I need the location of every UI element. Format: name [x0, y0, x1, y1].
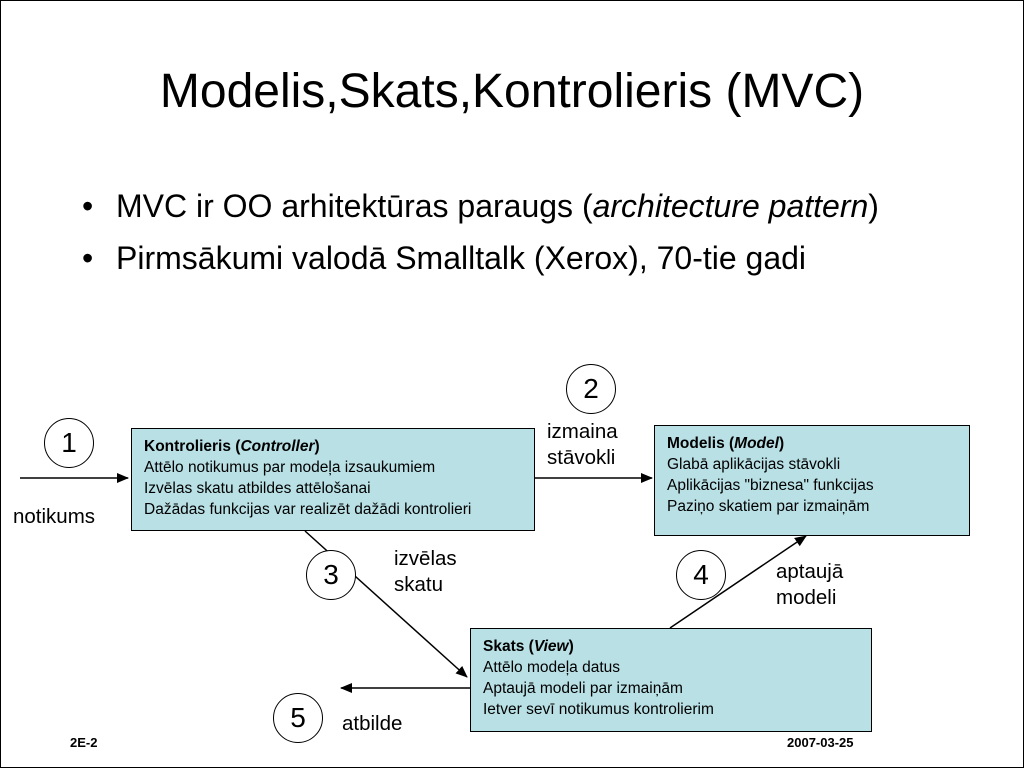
step-2-circle: 2 [566, 364, 616, 414]
view-box: Skats (View) Attēlo modeļa datus Aptaujā… [470, 628, 872, 732]
view-line: Ietver sevī notikumus kontrolierim [483, 701, 714, 718]
controller-heading: Kontrolieris (Controller) [144, 438, 320, 455]
arrow-aptauja [669, 535, 807, 629]
model-line: Paziņo skatiem par izmaiņām [667, 498, 870, 515]
controller-line: Izvēlas skatu atbildes attēlošanai [144, 480, 371, 497]
slide-title: Modelis,Skats,Kontrolieris (MVC) [159, 65, 865, 118]
view-line: Attēlo modeļa datus [483, 659, 621, 676]
controller-line: Dažādas funkcijas var realizēt dažādi ko… [144, 501, 472, 518]
step-1-label: notikums [13, 505, 96, 528]
step-4-circle: 4 [676, 550, 726, 600]
step-5-label: atbilde [342, 712, 403, 735]
bullet-item: • Pirmsākumi valodā Smalltalk (Xerox), 7… [70, 236, 940, 280]
model-line: Glabā aplikācijas stāvokli [667, 456, 841, 473]
step-3-circle: 3 [306, 550, 356, 600]
step-5-circle: 5 [273, 693, 323, 743]
bullet-list: • MVC ir OO arhitektūras paraugs (archit… [70, 184, 940, 288]
bullet-text: MVC ir OO arhitektūras paraugs ( [116, 188, 593, 224]
model-line: Aplikācijas "biznesa" funkcijas [667, 477, 874, 494]
controller-line: Attēlo notikumus par modeļa izsaukumiem [144, 459, 436, 476]
step-2-label: izmaina stāvokli [547, 420, 618, 469]
footer-right: 2007-03-25 [787, 735, 854, 750]
step-3-label: izvēlas skatu [394, 547, 457, 596]
bullet-text: Pirmsākumi valodā Smalltalk (Xerox), 70-… [116, 240, 807, 276]
bullet-text-suffix: ) [868, 188, 879, 224]
footer-left: 2E-2 [70, 735, 98, 750]
bullet-italic-text: architecture pattern [592, 188, 869, 224]
bullet-dot: • [82, 240, 94, 276]
step-1-circle: 1 [44, 418, 94, 468]
bullet-dot: • [82, 188, 94, 224]
view-line: Aptaujā modeli par izmaiņām [483, 680, 683, 697]
view-heading: Skats (View) [483, 638, 574, 655]
step-4-label: aptaujā modeli [776, 560, 844, 609]
bullet-item: • MVC ir OO arhitektūras paraugs (archit… [70, 184, 940, 228]
model-heading: Modelis (Model) [667, 435, 785, 452]
controller-box: Kontrolieris (Controller) Attēlo notikum… [131, 428, 535, 531]
model-box: Modelis (Model) Glabā aplikācijas stāvok… [654, 425, 970, 536]
